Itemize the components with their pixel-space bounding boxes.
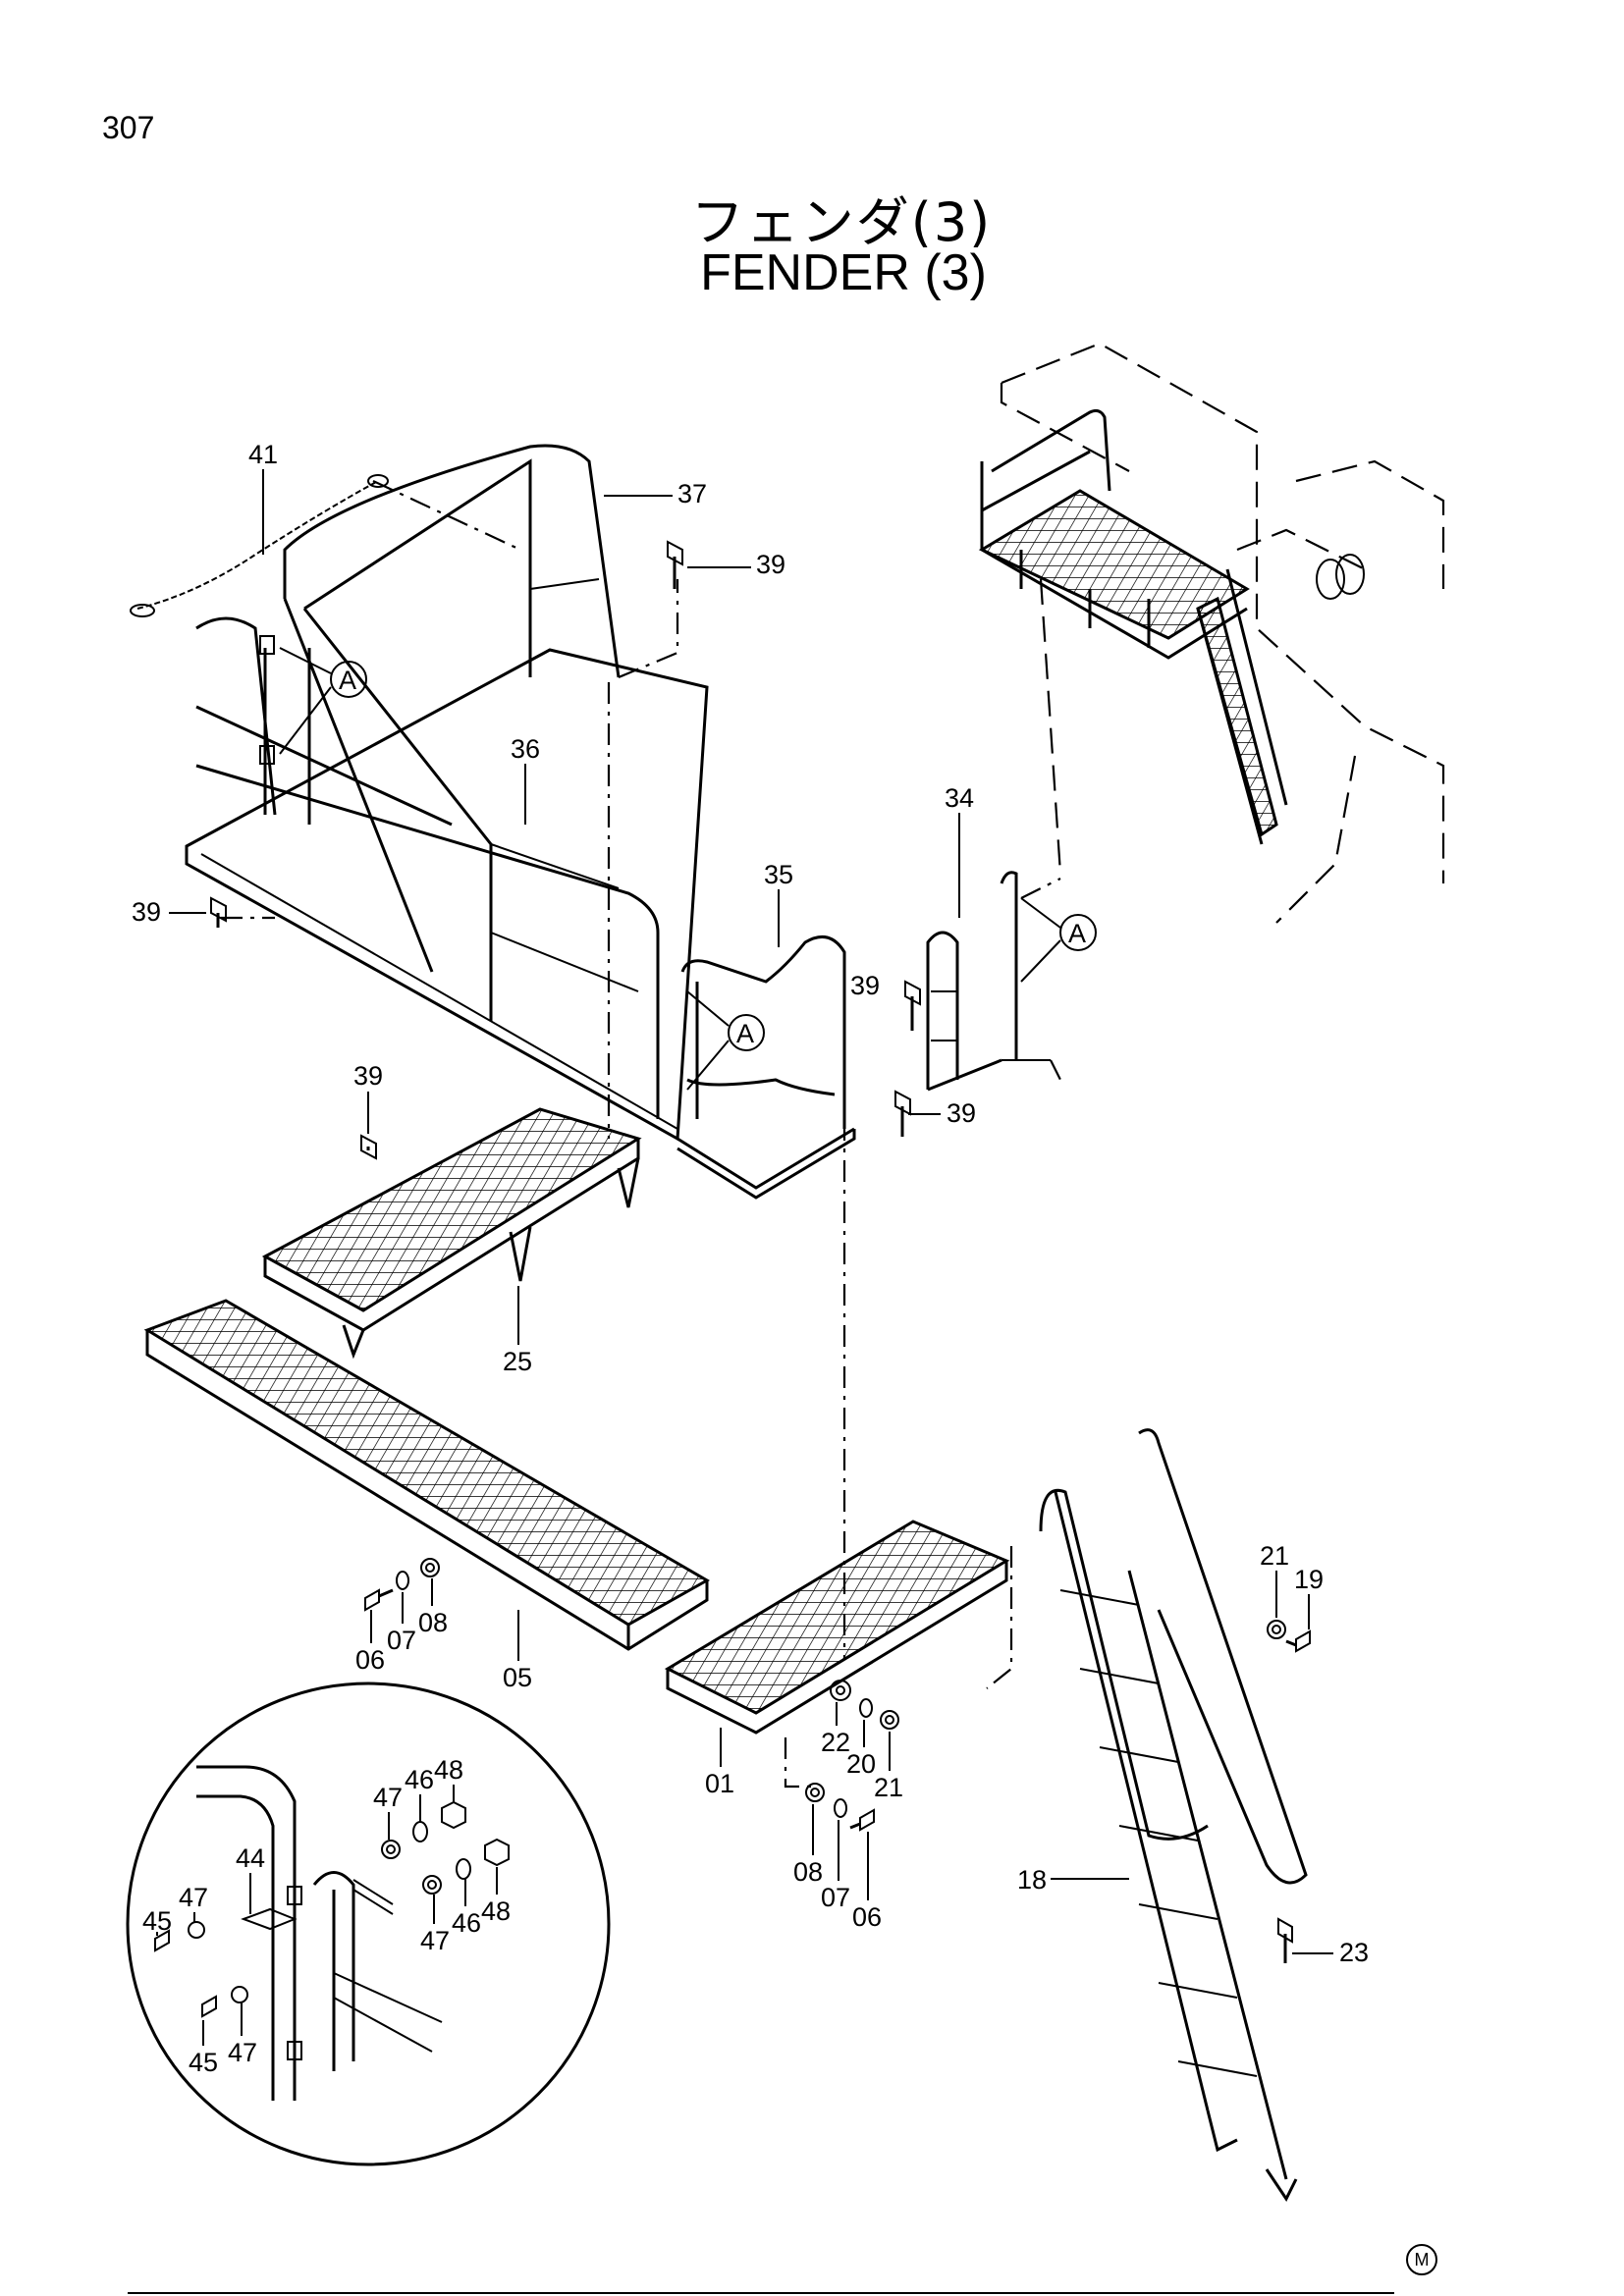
part-label: 21 xyxy=(1260,1541,1289,1571)
part-label: 01 xyxy=(705,1769,734,1798)
step-25 xyxy=(261,1107,642,1360)
bottom-rule xyxy=(128,2292,1394,2294)
part-labels: 41 37 39 36 39 35 34 39 39 39 25 05 06 0… xyxy=(132,440,1369,2077)
gate-34: A xyxy=(926,871,1097,1092)
svg-text:A: A xyxy=(339,666,356,695)
platform-05 xyxy=(143,1299,711,1651)
part-label: 18 xyxy=(1017,1865,1047,1895)
part-label: 19 xyxy=(1294,1565,1324,1594)
title-japanese: フェンダ(3) xyxy=(690,191,993,253)
part-label: 45 xyxy=(142,1906,172,1936)
platform-01 xyxy=(664,1119,1013,1789)
machine-context-view xyxy=(978,342,1445,924)
fasteners xyxy=(210,540,1311,1963)
part-label: 46 xyxy=(452,1908,481,1938)
part-label: 20 xyxy=(846,1749,876,1779)
fence-platform-assembly xyxy=(130,444,709,1142)
part-label: 06 xyxy=(355,1645,385,1675)
part-label: 05 xyxy=(503,1663,532,1692)
svg-text:A: A xyxy=(736,1019,754,1048)
part-label: 41 xyxy=(248,440,278,469)
part-label: 44 xyxy=(236,1843,265,1873)
part-label: 46 xyxy=(405,1765,434,1794)
corner-mark: M xyxy=(1406,2244,1437,2275)
part-label: 48 xyxy=(481,1896,511,1926)
part-label: 37 xyxy=(677,479,707,508)
part-label: 21 xyxy=(874,1773,903,1802)
part-label: 45 xyxy=(189,2048,218,2077)
page-number: 307 xyxy=(102,110,155,145)
part-label: 39 xyxy=(850,971,880,1000)
part-label: 07 xyxy=(387,1626,416,1655)
stairs-18 xyxy=(1039,1428,1308,2202)
part-label: 47 xyxy=(420,1926,450,1955)
title-english: FENDER (3) xyxy=(700,244,987,301)
part-label: 08 xyxy=(793,1857,823,1887)
part-label: 47 xyxy=(373,1783,403,1812)
part-label: 39 xyxy=(353,1061,383,1091)
callout-a-upper: A xyxy=(279,647,367,755)
part-label: 35 xyxy=(764,860,793,889)
part-label: 39 xyxy=(947,1098,976,1128)
part-label: 08 xyxy=(418,1608,448,1637)
part-label: 23 xyxy=(1339,1938,1369,1967)
part-label: 06 xyxy=(852,1902,882,1932)
part-label: 47 xyxy=(228,2038,257,2067)
part-label: 39 xyxy=(756,550,785,579)
part-label: 36 xyxy=(511,734,540,764)
gate-35: A xyxy=(677,934,856,1200)
detail-view-circle xyxy=(126,1682,611,2166)
svg-text:A: A xyxy=(1068,919,1086,948)
part-label: 07 xyxy=(821,1883,850,1912)
part-label: 22 xyxy=(821,1728,850,1757)
part-label: 39 xyxy=(132,897,161,927)
part-label: 25 xyxy=(503,1347,532,1376)
part-label: 48 xyxy=(434,1755,463,1785)
part-label: 34 xyxy=(945,783,974,813)
part-label: 47 xyxy=(179,1883,208,1912)
